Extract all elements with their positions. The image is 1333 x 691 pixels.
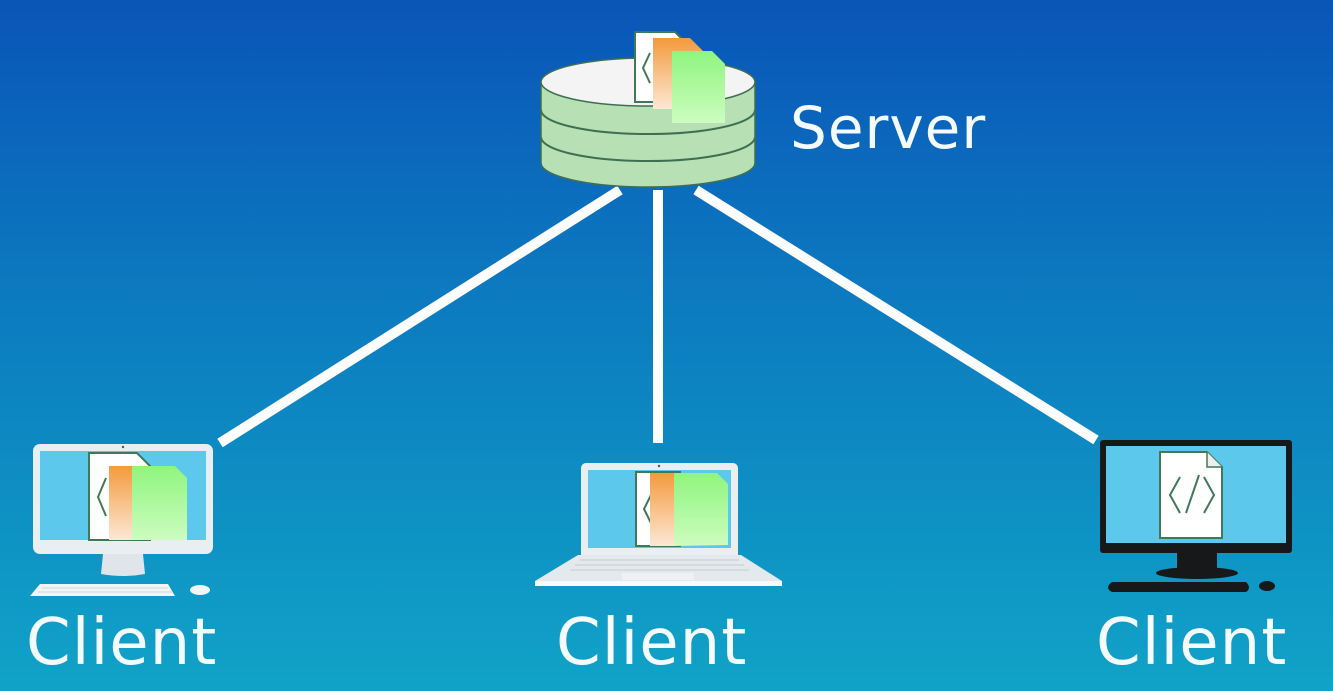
client-2-laptop-icon (535, 463, 782, 586)
connectors (217, 185, 1099, 448)
client-3-desktop-icon (1100, 440, 1292, 592)
js-file-icon (672, 51, 725, 123)
connector-server-client-1 (217, 185, 623, 448)
js-file-icon (674, 473, 728, 546)
client-3-files (1159, 451, 1223, 539)
client-1-files (88, 452, 187, 541)
client-label-2: Client (556, 606, 748, 680)
client-label-3: Client (1096, 606, 1288, 680)
css-file-icon (650, 473, 675, 546)
connector-server-client-3 (693, 185, 1099, 445)
client-1-desktop-icon (30, 444, 213, 596)
server-files (634, 31, 725, 123)
server-database-icon (540, 31, 756, 188)
js-file-icon (132, 466, 187, 540)
client-2-files (635, 471, 728, 547)
client-label-1: Client (26, 606, 218, 680)
html-file-icon (1159, 451, 1223, 539)
server-label: Server (790, 94, 987, 162)
